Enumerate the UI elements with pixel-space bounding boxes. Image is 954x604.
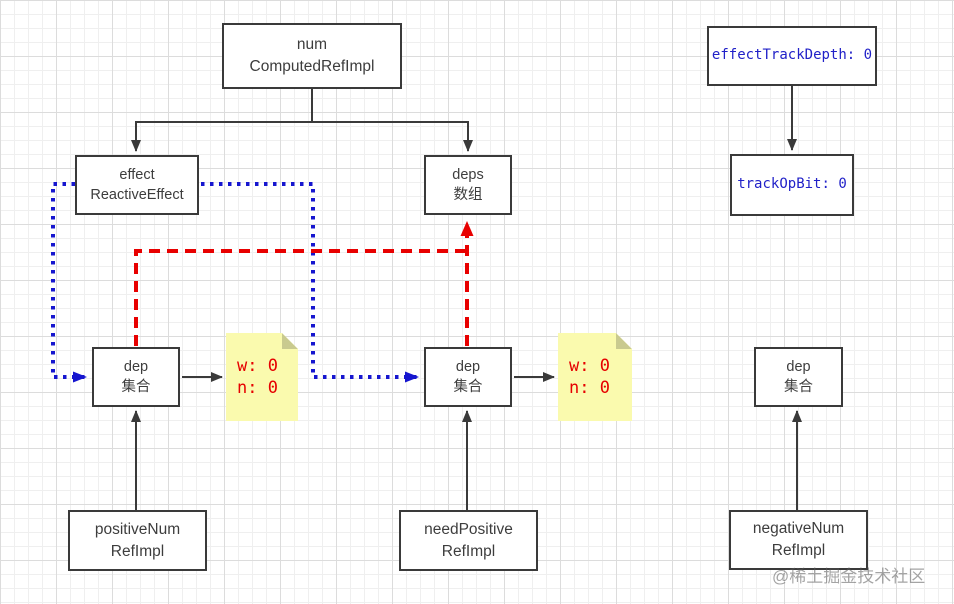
node-effect-reactiveeffect: effect ReactiveEffect <box>75 155 199 215</box>
node-positivenum-refimpl: positiveNum RefImpl <box>68 510 207 571</box>
node-label: ComputedRefImpl <box>249 58 375 75</box>
node-label: dep <box>123 358 149 375</box>
edge-computed-to-deps <box>312 121 473 152</box>
node-label: num <box>296 36 328 54</box>
node-label: RefImpl <box>110 542 165 560</box>
sticky-note-left: w: 0 n: 0 <box>226 333 298 421</box>
node-label: deps <box>452 166 484 183</box>
edge-effect-to-dep-mid-dotted <box>201 182 419 383</box>
node-label: 数组 <box>453 187 483 203</box>
node-trackopbit: trackOpBit: 0 <box>730 154 854 216</box>
node-deps-array: deps 数组 <box>424 155 512 215</box>
node-num-computedrefimpl: num ComputedRefImpl <box>222 23 402 89</box>
note-line: n: 0 <box>569 378 610 398</box>
node-label: dep <box>786 358 811 375</box>
node-effecttrackdepth: effectTrackDepth: 0 <box>707 26 877 86</box>
node-label: RefImpl <box>441 542 496 560</box>
edge-computed-to-effect <box>131 89 313 152</box>
node-label: 集合 <box>453 379 483 395</box>
node-label: ReactiveEffect <box>90 187 184 203</box>
node-label: needPositive <box>424 520 513 538</box>
node-needpositive-refimpl: needPositive RefImpl <box>399 510 538 571</box>
node-label: 集合 <box>784 379 813 395</box>
node-label: positiveNum <box>94 520 181 538</box>
note-line: w: 0 <box>237 355 278 376</box>
node-label: 集合 <box>121 379 151 395</box>
note-line: n: 0 <box>237 378 278 398</box>
node-dep-set-mid: dep 集合 <box>424 347 512 407</box>
node-dep-set-right: dep 集合 <box>754 347 843 407</box>
node-label: effectTrackDepth: 0 <box>711 47 873 64</box>
node-dep-set-left: dep 集合 <box>92 347 180 407</box>
node-label: effect <box>119 166 155 183</box>
edge-effect-to-dep-left-dotted <box>51 182 87 383</box>
node-label: dep <box>455 358 481 375</box>
note-line: w: 0 <box>569 355 610 376</box>
edge-dep-left-to-deps-dashed <box>134 249 467 346</box>
watermark: @稀土掘金技术社区 <box>772 567 926 586</box>
node-label: RefImpl <box>771 542 826 559</box>
node-label: negativeNum <box>752 520 845 538</box>
sticky-note-right: w: 0 n: 0 <box>558 333 632 421</box>
node-negativenum-refimpl: negativeNum RefImpl <box>729 510 868 570</box>
node-label: trackOpBit: 0 <box>737 176 847 193</box>
